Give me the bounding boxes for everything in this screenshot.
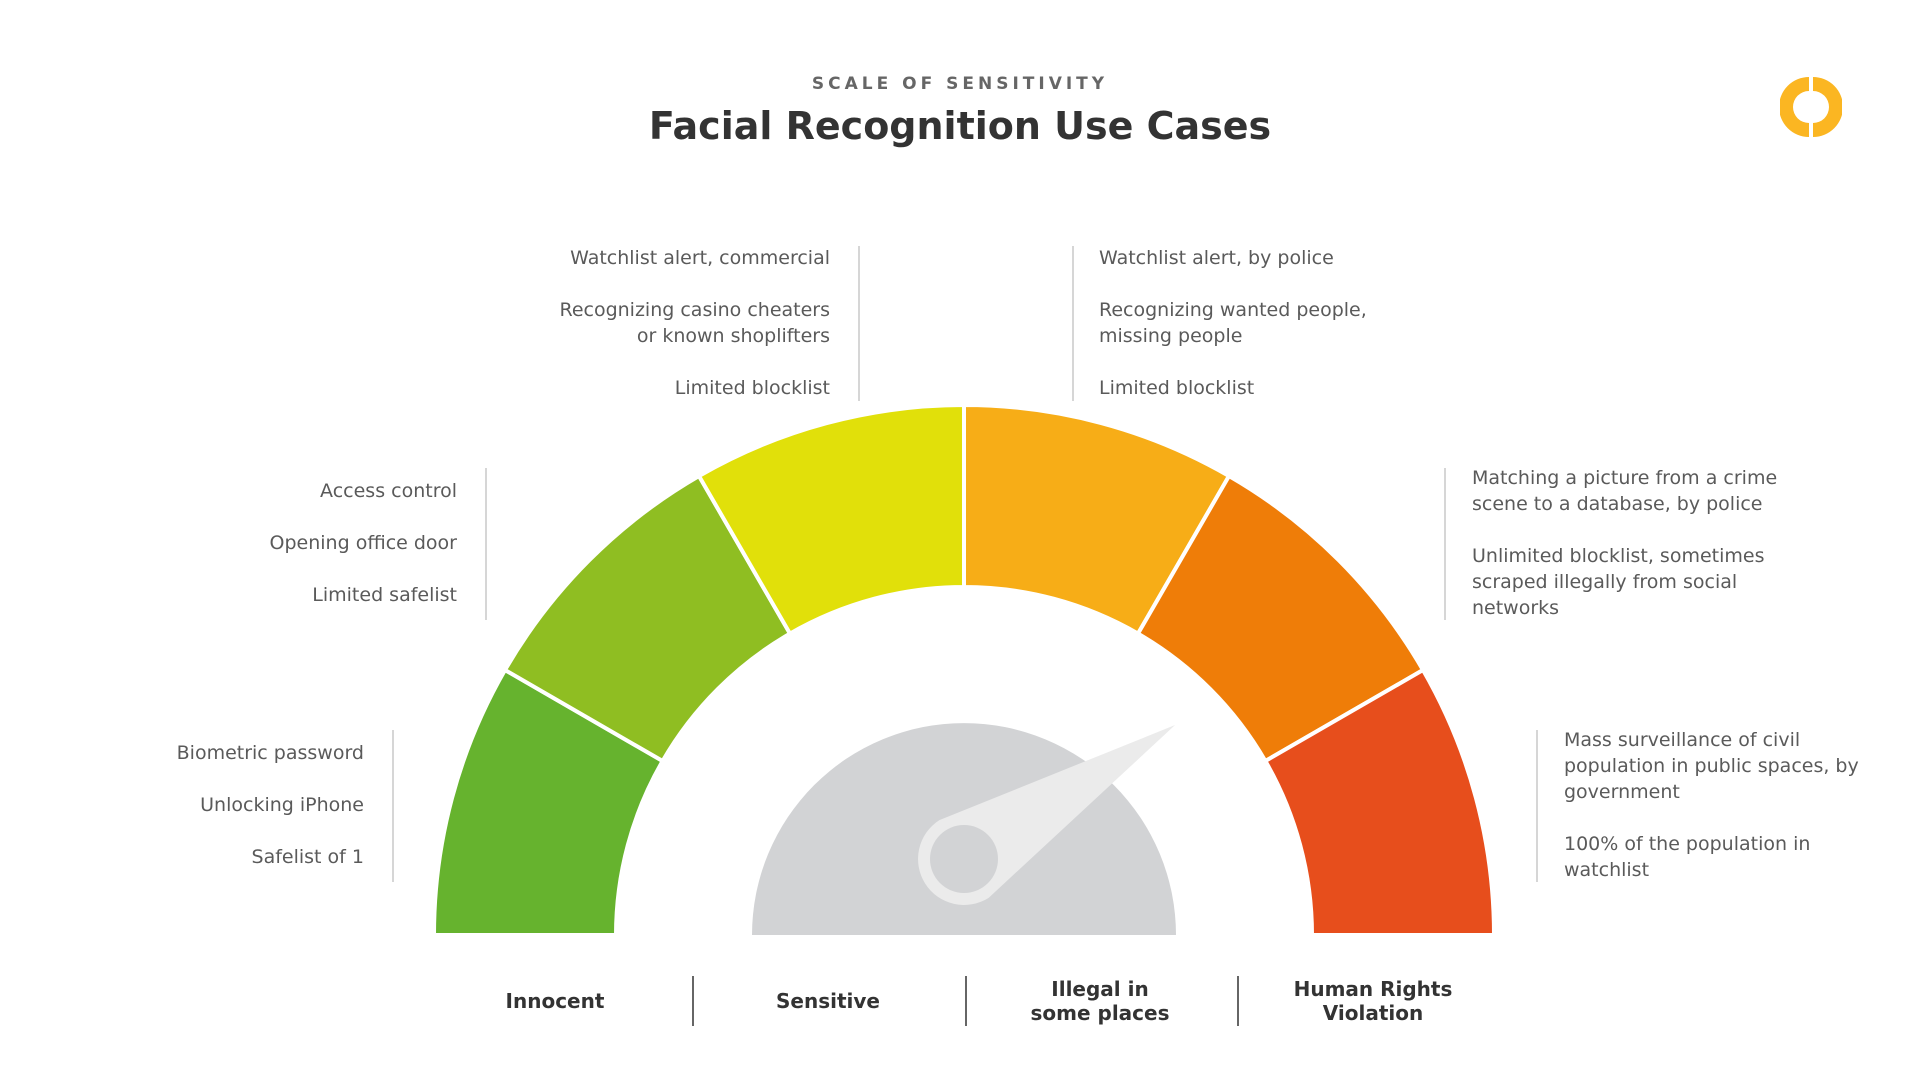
divider (1072, 246, 1074, 401)
use-case: Matching a picture from a crime scene to… (1472, 467, 1778, 515)
use-case: Unlimited blocklist, sometimes scraped i… (1472, 545, 1765, 619)
page-title: Facial Recognition Use Cases (648, 104, 1272, 148)
use-case: Opening office door (269, 532, 457, 554)
text-block-middle-left: Access control Opening office door Limit… (157, 478, 457, 634)
category-human-rights: Human Rights Violation (1248, 976, 1498, 1026)
divider (485, 468, 487, 620)
use-case: Safelist of 1 (251, 846, 364, 868)
needle-hub (930, 825, 998, 893)
use-case: Recognizing casino cheaters or known sho… (559, 299, 830, 347)
use-case: Limited blocklist (674, 377, 830, 399)
use-case: Unlocking iPhone (200, 794, 364, 816)
use-case: Limited safelist (312, 584, 457, 606)
category-innocent: Innocent (505, 989, 605, 1013)
category-separator (965, 976, 967, 1026)
text-block-top-right: Watchlist alert, by police Recognizing w… (1099, 245, 1389, 427)
category-illegal: Illegal in some places (975, 976, 1225, 1026)
text-block-bottom-right: Mass surveillance of civil population in… (1564, 727, 1864, 909)
divider (1536, 730, 1538, 882)
divider (858, 246, 860, 401)
category-separator (692, 976, 694, 1026)
category-sensitive: Sensitive (776, 989, 880, 1013)
kicker: SCALE OF SENSITIVITY (811, 74, 1109, 94)
category-separator (1237, 976, 1239, 1026)
text-block-bottom-left: Biometric password Unlocking iPhone Safe… (64, 740, 364, 896)
category-human-rights-label: Human Rights Violation (1293, 977, 1453, 1025)
use-case: Limited blocklist (1099, 377, 1255, 399)
divider (392, 730, 394, 882)
use-case: Mass surveillance of civil population in… (1564, 729, 1859, 803)
use-case: Biometric password (176, 742, 364, 764)
text-block-middle-right: Matching a picture from a crime scene to… (1472, 465, 1782, 647)
text-block-top-left: Watchlist alert, commercial Recognizing … (540, 245, 830, 427)
use-case: Watchlist alert, by police (1099, 247, 1334, 269)
divider (1444, 468, 1446, 620)
use-case: 100% of the population in watchlist (1564, 833, 1811, 881)
gauge-segment-6 (1262, 667, 1497, 937)
use-case: Watchlist alert, commercial (570, 247, 830, 269)
category-illegal-label: Illegal in some places (1030, 977, 1170, 1025)
use-case: Access control (320, 480, 457, 502)
use-case: Recognizing wanted people, missing peopl… (1099, 299, 1367, 347)
logo-icon (1780, 77, 1842, 137)
